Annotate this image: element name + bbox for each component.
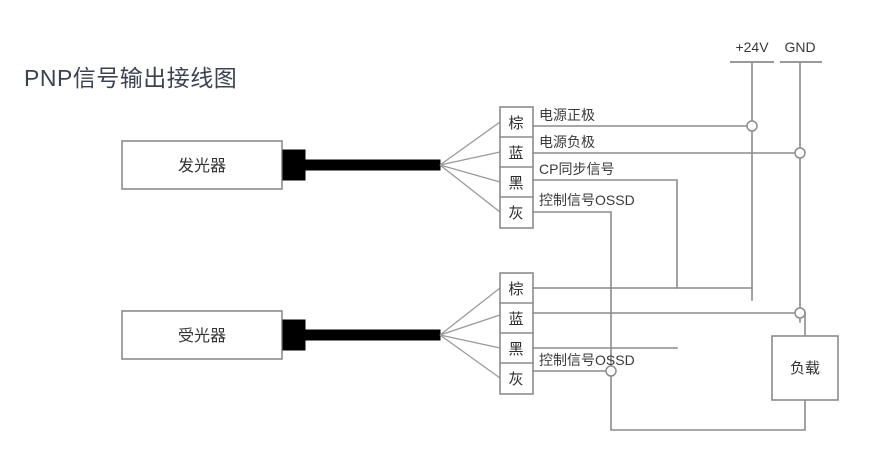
emitter-label: 发光器	[178, 157, 226, 175]
emitter-terminal-code-blue: 蓝	[508, 145, 523, 162]
wire-label-receiver-gray: 控制信号OSSD	[539, 352, 635, 368]
wire-label-emitter-blue: 电源负极	[539, 134, 595, 150]
fan-line-blue	[439, 151, 501, 166]
wire-label-emitter-gray: 控制信号OSSD	[539, 192, 635, 208]
receiver-connector	[282, 319, 306, 351]
junction-receiver-blue-gnd	[794, 307, 806, 319]
wire-emitter-gray-ossd: 控制信号OSSD	[532, 192, 635, 372]
wire-label-emitter-brown: 电源正极	[539, 107, 595, 123]
junction-emitter-blue-gnd	[794, 147, 806, 159]
wire-emitter-black-cp: CP同步信号	[532, 161, 678, 289]
load-body	[771, 335, 839, 401]
emitter-terminal-code-brown: 棕	[508, 115, 523, 132]
wire-receiver-gray-ossd: 控制信号OSSD	[532, 352, 806, 431]
junction-emitter-brown-v24	[746, 120, 758, 132]
receiver-fanout	[439, 287, 501, 379]
fan-line-receiver-black	[439, 334, 501, 349]
power-rail-gnd: GND	[780, 39, 822, 323]
emitter-terminal-code-black: 黑	[508, 175, 523, 192]
page-title: PNP信号输出接线图	[24, 65, 237, 91]
receiver-body	[121, 310, 283, 360]
device-receiver: 受光器	[121, 310, 441, 360]
wire-emitter-cp-path	[532, 179, 678, 289]
device-emitter: 发光器	[121, 140, 441, 190]
fan-line-brown	[439, 121, 501, 166]
load-block: 负载	[771, 312, 839, 401]
emitter-cable	[304, 159, 441, 171]
wire-emitter-blue: 电源负极	[532, 134, 806, 159]
receiver-cable	[304, 329, 441, 341]
wire-emitter-brown: 电源正极	[532, 107, 758, 132]
receiver-terminal-code-brown: 棕	[508, 281, 523, 298]
receiver-terminal-code-blue: 蓝	[508, 311, 523, 328]
emitter-terminal-code-gray: 灰	[508, 205, 523, 222]
fan-line-gray	[439, 164, 501, 213]
power-rail-v24: +24V	[730, 39, 774, 301]
load-label: 负载	[790, 360, 820, 377]
emitter-terminals: 棕 蓝 黑 灰	[499, 106, 534, 229]
emitter-body	[121, 140, 283, 190]
wire-receiver-blue	[532, 307, 806, 319]
rail-label-gnd: GND	[784, 39, 815, 55]
fan-line-receiver-gray	[439, 334, 501, 379]
fan-line-black	[439, 164, 501, 183]
fan-line-receiver-brown	[439, 287, 501, 336]
receiver-terminal-code-gray: 灰	[508, 371, 523, 388]
wire-ossd-to-load-path	[610, 375, 806, 431]
emitter-fanout	[439, 121, 501, 213]
receiver-terminal-code-black: 黑	[508, 341, 523, 358]
emitter-connector	[282, 149, 306, 181]
receiver-terminals: 棕 蓝 黑 灰	[499, 272, 534, 395]
rail-label-v24: +24V	[735, 39, 769, 55]
fan-line-receiver-blue	[439, 314, 501, 336]
wire-label-emitter-black: CP同步信号	[539, 161, 614, 177]
receiver-label: 受光器	[178, 327, 226, 345]
wire-emitter-ossd-path	[532, 211, 612, 372]
